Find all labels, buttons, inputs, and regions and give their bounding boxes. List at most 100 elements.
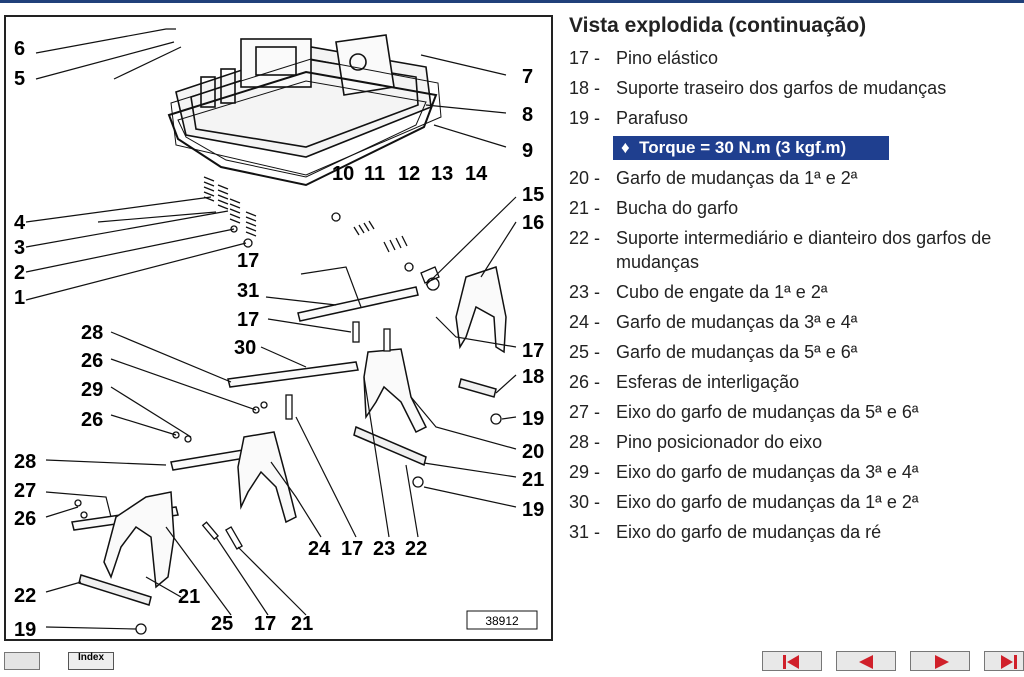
- legend-number: 29 -: [569, 462, 601, 482]
- legend-text: Parafuso: [616, 108, 689, 128]
- callout-21: 21: [178, 586, 200, 608]
- last-page-button[interactable]: [984, 651, 1024, 671]
- callout-3: 3: [14, 237, 25, 259]
- parts-legend: 17 - Pino elástico 18 - Suporte traseiro d…: [569, 46, 1019, 550]
- legend-text: Eixo do garfo de mudanças da ré: [616, 522, 882, 542]
- legend-text: Garfo de mudanças da 1ª e 2ª: [616, 168, 858, 188]
- callout-31: 31: [237, 280, 259, 302]
- callout-17: 17: [237, 250, 259, 272]
- callout-21: 21: [291, 613, 313, 635]
- nav-button-left-partial[interactable]: [4, 652, 40, 670]
- callout-10: 10: [332, 163, 354, 185]
- legend-row: 26 -Esferas de interligação: [569, 370, 1019, 400]
- callout-7: 7: [522, 66, 533, 88]
- legend-text: Bucha do garfo: [616, 198, 739, 218]
- callout-4: 4: [14, 212, 26, 234]
- callout-9: 9: [522, 140, 533, 162]
- top-accent-bar: [0, 0, 1024, 3]
- callout-17: 17: [341, 538, 363, 560]
- torque-spec-highlight: ♦ Torque = 30 N.m (3 kgf.m): [613, 136, 889, 160]
- figure-ref-box: [466, 610, 538, 630]
- cover-housing: [170, 34, 442, 176]
- detent-springs: [203, 176, 257, 248]
- callout-28: 28: [14, 451, 36, 473]
- diamond-bullet-icon: ♦: [621, 138, 630, 157]
- callout-22: 22: [405, 538, 427, 560]
- cover-gasket: [167, 70, 438, 187]
- first-page-button[interactable]: [762, 651, 822, 671]
- fork-20: [363, 348, 428, 434]
- figure-ref-number: 38912: [485, 614, 519, 628]
- callout-26: 26: [81, 409, 103, 431]
- exploded-view-figure: 6 5 7 8 9 10 11 12 13 14 15 16 4 3 2 1 1…: [4, 15, 553, 641]
- legend-number: 18 -: [569, 78, 601, 98]
- legend-number: 30 -: [569, 492, 601, 512]
- legend-row: 18 - Suporte traseiro dos garfos de mudan…: [569, 76, 1019, 106]
- callout-19: 19: [522, 499, 544, 521]
- legend-row: 17 - Pino elástico: [569, 46, 1019, 76]
- legend-row: 23 - Cubo de engate da 1ª e 2ª: [569, 280, 1019, 310]
- callout-23: 23: [373, 538, 395, 560]
- legend-number: 26 -: [569, 372, 601, 392]
- legend-number: 23 -: [569, 282, 601, 302]
- legend-row: 22 - Suporte intermediário e dianteiro do…: [569, 226, 1019, 280]
- legend-number: 31 -: [569, 522, 601, 542]
- fork-16: [455, 266, 507, 354]
- legend-text: Eixo do garfo de mudanças da 1ª e 2ª: [616, 492, 919, 512]
- callout-29: 29: [81, 379, 103, 401]
- bolts: [135, 413, 502, 635]
- legend-number: 28 -: [569, 432, 601, 452]
- legend-row: 27 -Eixo do garfo de mudanças da 5ª e 6ª: [569, 400, 1019, 430]
- callout-16: 16: [522, 212, 544, 234]
- callout-26: 26: [81, 350, 103, 372]
- callout-18: 18: [522, 366, 544, 388]
- legend-number: 24 -: [569, 312, 601, 332]
- index-button[interactable]: Index: [68, 652, 114, 670]
- previous-page-button[interactable]: [836, 651, 896, 671]
- callout-6: 6: [14, 38, 25, 60]
- next-page-icon: [935, 655, 949, 669]
- callout-labels: 6 5 7 8 9 10 11 12 13 14 15 16 4 3 2 1 1…: [14, 38, 544, 641]
- callout-2: 2: [14, 262, 25, 284]
- callout-13: 13: [431, 163, 453, 185]
- leader-lines: [25, 28, 517, 630]
- callout-11: 11: [364, 163, 385, 185]
- legend-number: 22 -: [569, 228, 601, 248]
- page-title: Vista explodida (continuação): [569, 14, 867, 37]
- legend-row: 20 -Garfo de mudanças da 1ª e 2ª: [569, 166, 1019, 196]
- legend-row: 19 -Parafuso: [569, 106, 1019, 136]
- legend-number: 25 -: [569, 342, 601, 362]
- callout-26: 26: [14, 508, 36, 530]
- last-page-icon: [1001, 655, 1017, 669]
- legend-row: 24 -Garfo de mudanças da 3ª e 4ª: [569, 310, 1019, 340]
- legend-text: Suporte intermediário e dianteiro dos ga…: [616, 228, 992, 272]
- callout-27: 27: [14, 480, 36, 502]
- fork-25: [103, 491, 175, 589]
- legend-row: 31 - Eixo do garfo de mudanças da ré: [569, 520, 1019, 550]
- callout-15: 15: [522, 184, 544, 206]
- brackets: [78, 378, 497, 606]
- legend-number: 17 -: [569, 48, 601, 68]
- previous-page-icon: [859, 655, 873, 669]
- callout-8: 8: [522, 104, 533, 126]
- legend-row: 30 - Eixo do garfo de mudanças da 1ª e 2ª: [569, 490, 1019, 520]
- pins: [74, 321, 391, 550]
- legend-row: 25 - Garfo de mudanças da 5ª e 6ª: [569, 340, 1019, 370]
- callout-14: 14: [465, 163, 488, 185]
- callout-17: 17: [237, 309, 259, 331]
- first-page-icon: [783, 655, 799, 669]
- torque-spec-text: Torque = 30 N.m (3 kgf.m): [639, 138, 847, 157]
- callout-17: 17: [254, 613, 276, 635]
- legend-text: Suporte traseiro dos garfos de mudanças: [616, 78, 947, 98]
- callout-19: 19: [522, 408, 544, 430]
- callout-20: 20: [522, 441, 544, 463]
- legend-text: Eixo do garfo de mudanças da 3ª e 4ª: [616, 462, 919, 482]
- legend-text: Pino elástico: [616, 48, 719, 68]
- selector-small-parts: [331, 212, 440, 291]
- next-page-button[interactable]: [910, 651, 970, 671]
- legend-text: Cubo de engate da 1ª e 2ª: [616, 282, 828, 302]
- callout-5: 5: [14, 68, 25, 90]
- legend-row: 21 - Bucha do garfo: [569, 196, 1019, 226]
- legend-text: Garfo de mudanças da 5ª e 6ª: [616, 342, 858, 362]
- legend-number: 21 -: [569, 198, 601, 218]
